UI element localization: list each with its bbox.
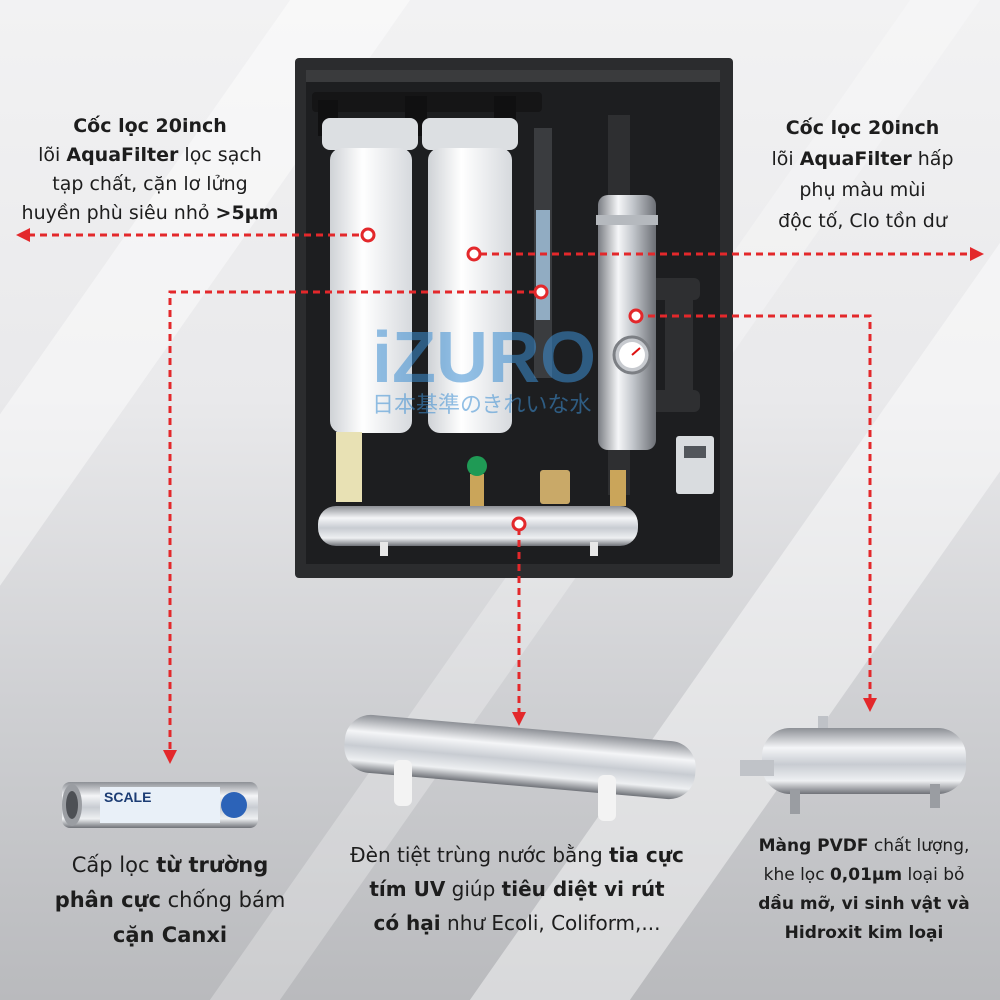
arrow-left-icon xyxy=(16,228,30,242)
callout-lines xyxy=(28,233,972,752)
caption-pvdf-membrane: Màng PVDF chất lượng, khe lọc 0,01µm loạ… xyxy=(758,836,970,943)
caption-magnetic-descaler: Cấp lọc từ trường phân cực chống bám cặn… xyxy=(54,853,286,947)
arrow-down-icon xyxy=(863,698,877,712)
uv-lamp-in-cabinet xyxy=(318,506,638,556)
svg-text:iZURO: iZURO xyxy=(372,318,596,398)
callout-line-membrane xyxy=(636,314,872,700)
uv-lamp-product xyxy=(344,714,696,821)
bottom-fittings xyxy=(336,432,626,510)
uf-membrane-vertical xyxy=(596,195,658,450)
caption-title: Cốc lọc 20inch xyxy=(73,115,227,137)
svg-text:SCALE: SCALE xyxy=(104,789,151,805)
caption-filter-sediment: Cốc lọc 20inch lõi AquaFilter lọc sạch t… xyxy=(21,115,279,224)
uf-membrane-product xyxy=(740,716,966,814)
callout-markers xyxy=(360,227,644,532)
caption-filter-carbon: Cốc lọc 20inch lõi AquaFilter hấp phụ mà… xyxy=(771,117,954,232)
brand-logo-watermark: iZURO 日本基準のきれいな水 xyxy=(372,318,596,418)
arrow-down-icon xyxy=(163,750,177,764)
callout-arrowheads xyxy=(16,228,984,764)
controller-box xyxy=(676,436,714,494)
caption-uv-lamp: Đèn tiệt trùng nước bằng tia cực tím UV … xyxy=(350,843,684,935)
arrow-right-icon xyxy=(970,247,984,261)
pressure-gauge xyxy=(612,335,652,375)
magnetic-descaler-product: SCALE xyxy=(62,782,258,828)
filter-housing-left xyxy=(322,118,418,433)
callout-line-descaler xyxy=(168,290,536,752)
svg-text:日本基準のきれいな水: 日本基準のきれいな水 xyxy=(372,393,591,418)
caption-title: Cốc lọc 20inch xyxy=(785,117,940,139)
arrow-down-icon xyxy=(512,712,526,726)
